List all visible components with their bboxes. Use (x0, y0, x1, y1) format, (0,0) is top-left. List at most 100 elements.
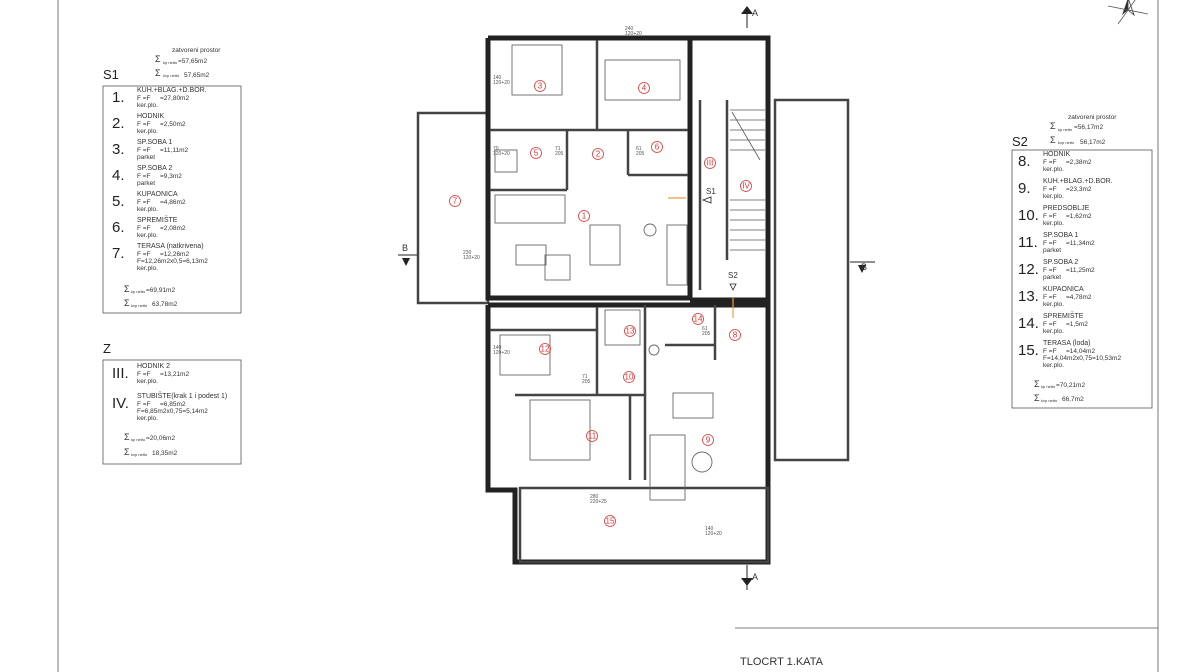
room-marker-circle (638, 82, 650, 94)
s2-total2: 66,7m2 (1062, 396, 1084, 403)
svg-text:Σ: Σ (155, 68, 161, 78)
s1-room-area: =11,11m2 (160, 147, 189, 154)
s1-sum1: =57,65m2 (178, 58, 207, 65)
s1-room-area-label: F =F (137, 147, 151, 154)
s2-room-area: =2,38m2 (1066, 159, 1092, 166)
dimension-label: 70 (493, 146, 499, 152)
room-marker-circle (740, 180, 752, 192)
s2-summary-title: zatvoreni prostor (1068, 114, 1117, 121)
s2-room-num: 8. (1018, 153, 1031, 170)
dimension-label: 205 (582, 379, 591, 385)
s2-room-area-label: F =F (1043, 159, 1057, 166)
room-marker-label: 6 (655, 143, 660, 152)
legend-s2: zatvoreni prostor Σ kp netto =56,17m2 Σ … (1011, 114, 1153, 409)
section-a-bottom: A (752, 572, 758, 582)
north-arrow-icon (1107, 0, 1149, 25)
s1-room-floor: parket (137, 180, 155, 187)
s2-room-floor: parket (1043, 274, 1061, 281)
s2-room-name: HODNIK (1043, 151, 1071, 158)
dimension-label: 140 (493, 345, 502, 351)
bed-icon (529, 399, 591, 461)
apartment-s2-wall (485, 302, 771, 565)
z-room-floor: ker.plo. (137, 415, 158, 422)
dimension-label: 140 (493, 75, 502, 81)
s2-room-area: =14,04m2 (1066, 348, 1095, 355)
s2-room-name: SP.SOBA 1 (1043, 232, 1078, 239)
s1-room-floor: ker.plo. (137, 206, 158, 213)
dimension-label: 205 (636, 151, 645, 157)
room-marker-label: 11 (588, 432, 597, 441)
room-marker-label: 13 (626, 327, 635, 336)
svg-text:kp netto: kp netto (1041, 384, 1056, 389)
room-marker-label: 15 (606, 517, 615, 526)
s2-room-name: SP.SOBA 2 (1043, 259, 1078, 266)
s2-room-area-label: F =F (1043, 240, 1057, 247)
room-marker-circle (704, 157, 716, 169)
s1-room-area: =2,08m2 (160, 225, 186, 232)
balcony-right (773, 98, 850, 462)
s2-room-floor: ker.plo. (1043, 220, 1064, 227)
s2-room-num: 11. (1018, 234, 1038, 251)
z-legend-box (102, 359, 242, 465)
z-room-area-label: F =F (137, 401, 151, 408)
section-b-right: B (861, 262, 867, 272)
z-room-row: IV.STUBIŠTE(krak 1 i podest 1)F =F=6,85m… (112, 391, 227, 422)
z-room-name: STUBIŠTE(krak 1 i podest 1) (137, 391, 227, 400)
svg-text:kvp netto: kvp netto (1058, 140, 1075, 145)
kitchen-counter-icon (666, 224, 688, 286)
coffee-table-icon (691, 451, 713, 473)
svg-text:Σ: Σ (1050, 121, 1056, 131)
dimension-labels: 140120+2070120+207120561205230120+201401… (463, 26, 722, 537)
dimension-label: 240 (625, 26, 634, 32)
dimension-label: 61 (702, 326, 708, 332)
stair-run (730, 109, 765, 251)
room-marker-label: 9 (706, 436, 711, 445)
svg-text:Σ: Σ (124, 284, 130, 294)
s2-room-row: 15.TERASA (loda)F =F=14,04m2F=14,04m2x0,… (1018, 340, 1121, 369)
s2-room-num: 10. (1018, 207, 1039, 224)
terrace-s1 (416, 111, 490, 305)
bed-icon (604, 59, 681, 101)
s2-sum1: =56,17m2 (1074, 124, 1103, 131)
dimension-label: 120+20 (625, 31, 642, 37)
s2-room-num: 15. (1018, 342, 1039, 359)
z-room-floor: ker.plo. (137, 378, 158, 385)
svg-text:Σ: Σ (124, 298, 130, 308)
s2-room-area-reduced: F=14,04m2x0,75=10,53m2 (1043, 355, 1121, 362)
section-arrow-icon (858, 265, 866, 273)
svg-text:kvp netto: kvp netto (163, 73, 180, 78)
room-marker-label: 14 (694, 315, 703, 324)
svg-text:Σ: Σ (1034, 379, 1040, 389)
room-marker-circle (604, 515, 616, 527)
s1-room-area-reduced: F=12,26m2x0,5=6,13m2 (137, 258, 208, 265)
dimension-label: 230 (463, 250, 472, 256)
s1-room-floor: ker.plo. (137, 128, 158, 135)
svg-text:kp netto: kp netto (163, 60, 178, 65)
dimension-label: 61 (636, 146, 642, 152)
s1-room-area-label: F =F (137, 121, 151, 128)
s1-room-num: 2. (112, 115, 125, 132)
room-marker-label: 5 (534, 149, 539, 158)
svg-text:kp netto: kp netto (131, 289, 146, 294)
s1-room-name: KUH.+BLAG.+D.BOR. (137, 87, 207, 94)
s1-code: S1 (103, 67, 119, 82)
svg-text:Σ: Σ (155, 54, 161, 64)
bathtub-icon (604, 309, 641, 346)
room-marker-label: 1 (582, 212, 587, 221)
dimension-label: 205 (702, 331, 711, 337)
svg-text:Σ: Σ (124, 432, 130, 442)
sofa-icon (649, 434, 686, 501)
s2-room-area: =11,25m2 (1066, 267, 1095, 274)
room-marker-circle (592, 148, 604, 160)
section-arrow-icon (741, 6, 753, 14)
s1-room-floor: parket (137, 154, 155, 161)
s2-room-name: PREDSOBLJE (1043, 205, 1090, 212)
s2-room-floor: ker.plo. (1043, 166, 1064, 173)
